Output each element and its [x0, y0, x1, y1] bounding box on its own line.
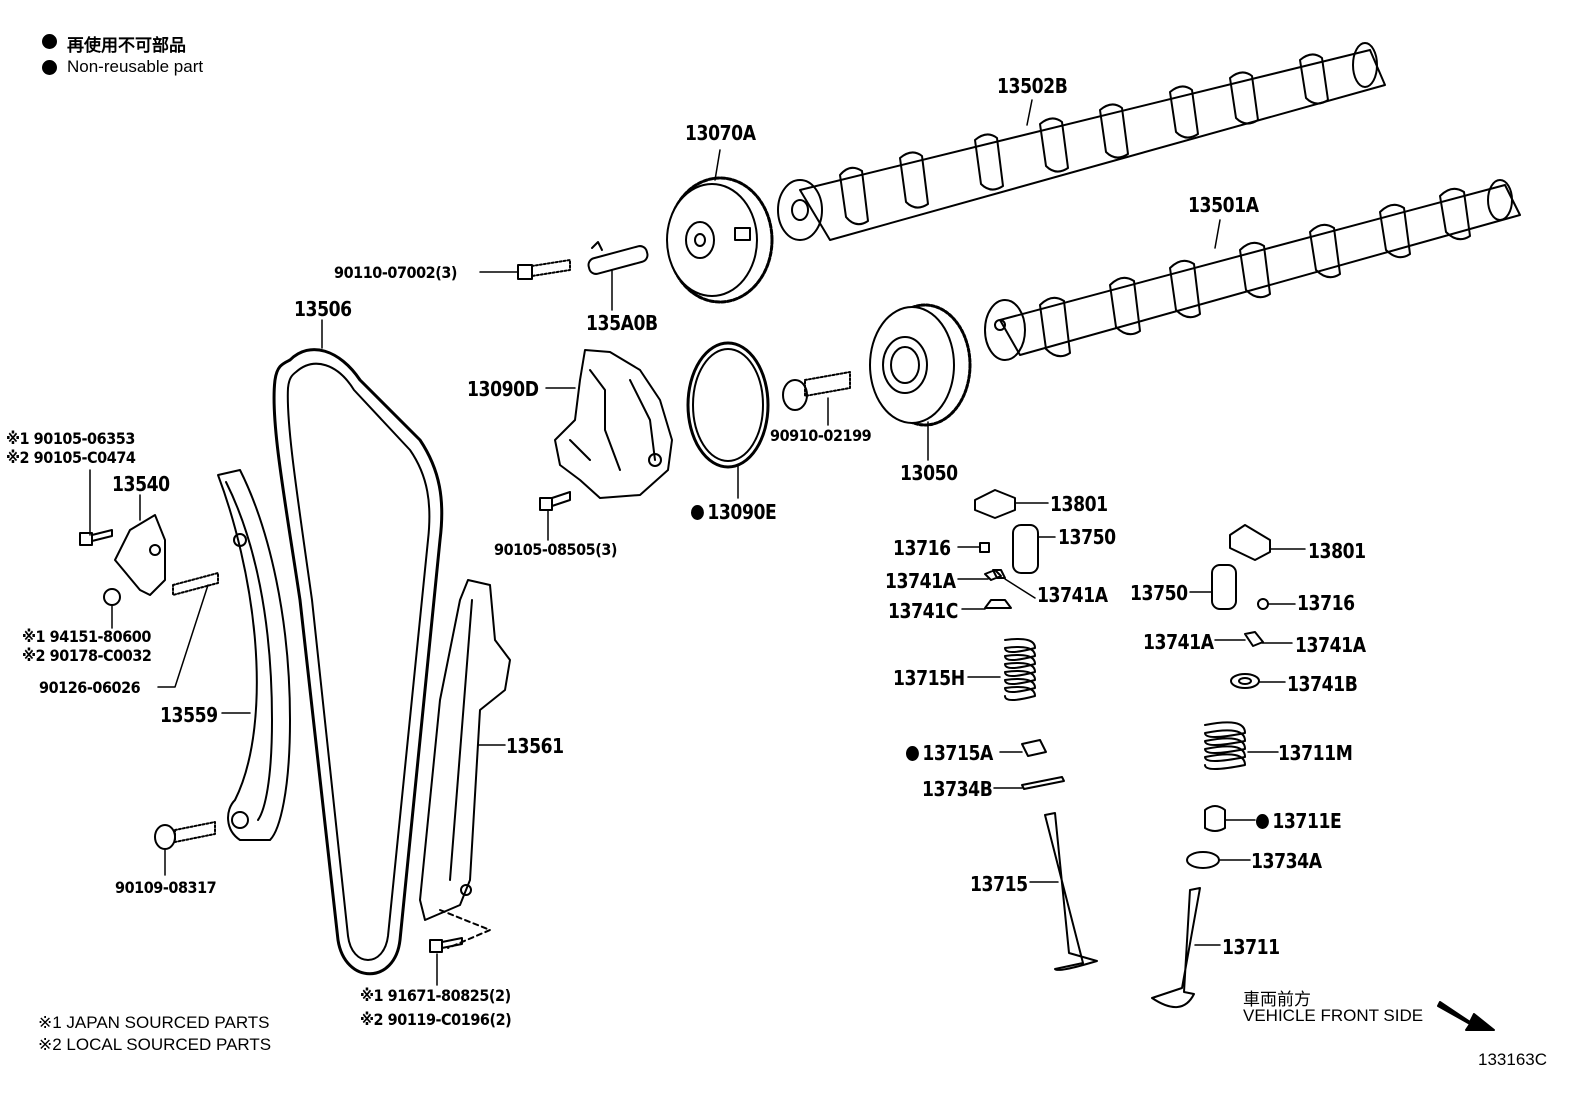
- part-label-91671: ※1 91671-80825(2): [360, 986, 511, 1005]
- part-label-13711: 13711: [1222, 935, 1280, 959]
- part-label-13734b: 13734B: [922, 777, 993, 801]
- part-label-13716-right: 13716: [1297, 591, 1355, 615]
- part-label-13711e: 13711E: [1256, 809, 1341, 833]
- part-label-13090e: 13090E: [691, 500, 776, 524]
- part-label-13715: 13715: [970, 872, 1028, 896]
- part-label-13741a-2: 13741A: [1037, 583, 1108, 607]
- part-label-90110: 90110-07002(3): [334, 263, 458, 282]
- part-label-13559: 13559: [160, 703, 218, 727]
- vehicle-front-en: VEHICLE FRONT SIDE: [1243, 1006, 1424, 1025]
- part-label-13540: 13540: [112, 472, 170, 496]
- part-label-90910: 90910-02199: [770, 426, 872, 445]
- part-label-90126: 90126-06026: [39, 678, 141, 697]
- note-local-sourced: ※2 LOCAL SOURCED PARTS: [38, 1035, 272, 1054]
- cover-13090d: [554, 349, 673, 499]
- part-label-13801-left: 13801: [1050, 492, 1108, 516]
- part-label-13734a: 13734A: [1251, 849, 1322, 873]
- part-label-13050: 13050: [900, 461, 958, 485]
- left-valve-train: [974, 489, 1098, 971]
- tensioner-13540: [79, 514, 219, 606]
- bolt-90105-08505: [539, 491, 571, 511]
- part-label-13741a-3: 13741A: [1143, 630, 1214, 654]
- part-label-13090d: 13090D: [467, 377, 539, 401]
- part-label-13741a-4: 13741A: [1295, 633, 1366, 657]
- part-label-13715a: 13715A: [906, 741, 993, 765]
- bolt-90110: [517, 259, 571, 280]
- part-label-135a0b: 135A0B: [586, 311, 658, 335]
- sprocket-13070a: [666, 176, 774, 304]
- camshaft-13502b: [777, 42, 1386, 241]
- legend-dot-icon: [42, 60, 57, 75]
- camshaft-13501a: [984, 179, 1521, 361]
- part-label-90105-c0474: ※2 90105-C0474: [6, 448, 136, 467]
- bolt-91671: [429, 937, 463, 953]
- guide-13561: [419, 579, 511, 949]
- legend-english: Non-reusable part: [67, 57, 204, 76]
- part-label-90105-06353: ※1 90105-06353: [6, 429, 135, 448]
- part-label-13502b: 13502B: [997, 74, 1068, 98]
- part-label-13741c: 13741C: [888, 599, 958, 623]
- gasket-13090e: [686, 341, 770, 469]
- part-label-90178: ※2 90178-C0032: [22, 646, 152, 665]
- slipper-13559: [217, 469, 291, 841]
- part-label-13561: 13561: [506, 734, 564, 758]
- part-label-13501a: 13501A: [1188, 193, 1259, 217]
- part-label-13070a: 13070A: [685, 121, 756, 145]
- part-label-90109: 90109-08317: [115, 878, 217, 897]
- bolt-90109: [154, 821, 216, 850]
- note-japan-sourced: ※1 JAPAN SOURCED PARTS: [38, 1013, 270, 1032]
- part-label-13715h: 13715H: [893, 666, 965, 690]
- bolt-90910: [782, 371, 851, 411]
- leader-lines: [89, 99, 1306, 986]
- timing-chain-13506: [272, 348, 444, 976]
- pin-135a0b: [587, 241, 649, 275]
- part-label-13750-right: 13750: [1130, 581, 1188, 605]
- part-label-13741a-1: 13741A: [885, 569, 956, 593]
- figure-id: 133163C: [1478, 1050, 1548, 1069]
- right-valve-train: [1151, 524, 1271, 1008]
- part-label-13741b: 13741B: [1287, 672, 1358, 696]
- part-label-94151: ※1 94151-80600: [22, 627, 151, 646]
- part-label-13711m: 13711M: [1278, 741, 1353, 765]
- part-label-13750-left: 13750: [1058, 525, 1116, 549]
- vehicle-front-jp: 車両前方: [1243, 990, 1311, 1009]
- legend-japanese: 再使用不可部品: [67, 36, 186, 55]
- vehicle-front-arrow: [1437, 1001, 1495, 1031]
- legend-dot-icon: [42, 34, 57, 49]
- part-label-90105-08505: 90105-08505(3): [494, 540, 618, 559]
- part-label-13506: 13506: [294, 297, 352, 321]
- part-label-13801-right: 13801: [1308, 539, 1366, 563]
- sprocket-13050: [869, 303, 972, 427]
- part-label-13716-left: 13716: [893, 536, 951, 560]
- part-label-90119: ※2 90119-C0196(2): [360, 1010, 512, 1029]
